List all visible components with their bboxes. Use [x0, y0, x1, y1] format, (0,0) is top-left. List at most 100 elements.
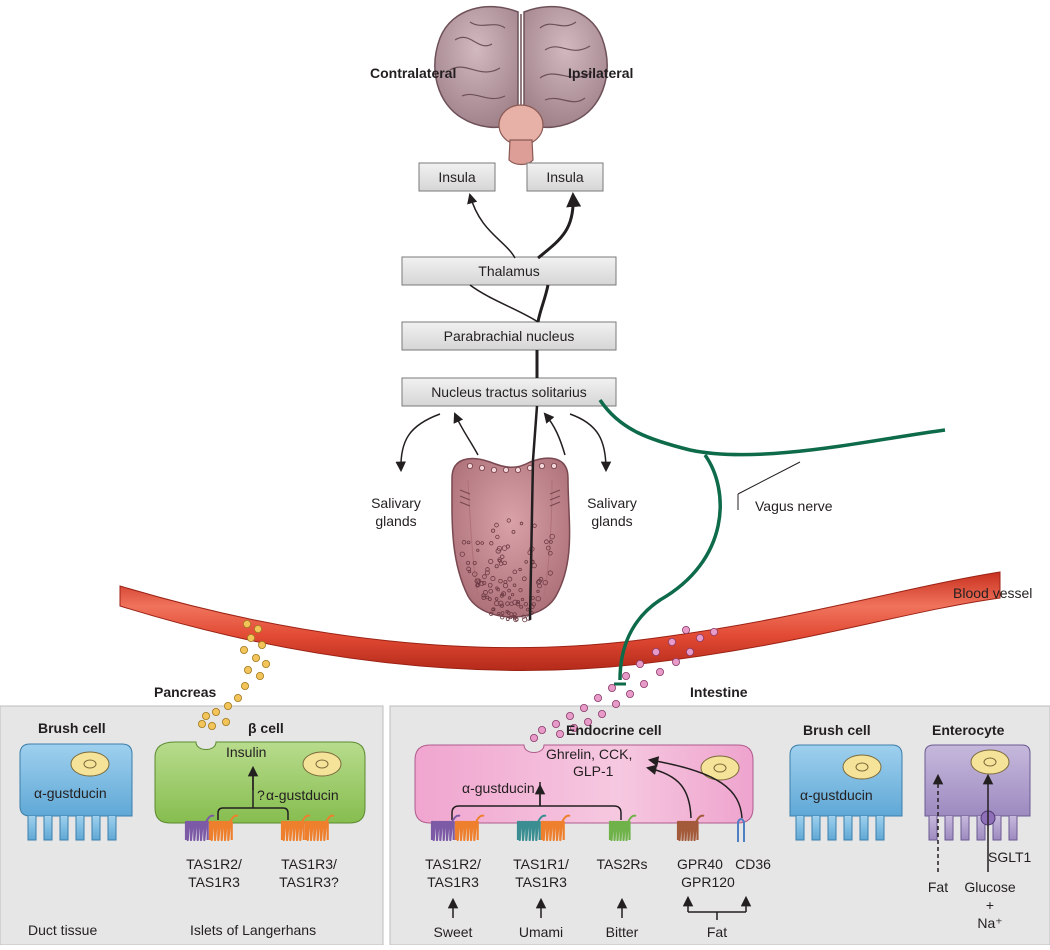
parabrachial-box: [401, 321, 617, 351]
papilla: [490, 576, 496, 582]
hormone-granule: [622, 672, 631, 681]
circumvallate-papilla: [478, 464, 485, 471]
hormone-granule: [652, 648, 661, 657]
hormone-granule: [538, 726, 547, 735]
insulin-granule: [197, 720, 206, 729]
papilla: [497, 559, 502, 563]
papilla: [503, 580, 508, 584]
receptor-glyph: [184, 820, 209, 842]
pancreas-receptors: [184, 814, 335, 842]
insulin-granule: [239, 646, 248, 655]
cd36-glyph: [737, 818, 745, 842]
pancreas-receptor1-line1: TAS1R2/: [186, 856, 242, 872]
int-r5: CD36: [735, 856, 771, 872]
papilla: [475, 583, 480, 588]
endocrine-cell-title: Endocrine cell: [566, 722, 662, 738]
papilla: [499, 554, 505, 560]
papilla: [480, 541, 484, 545]
papilla: [505, 617, 510, 621]
hormone-granule: [584, 718, 593, 727]
insulin-granule: [253, 625, 262, 634]
papilla: [498, 578, 503, 584]
pancreas-brush-cell: [19, 743, 133, 841]
hormone-granule: [696, 634, 705, 643]
receptor-glyph: [430, 820, 455, 842]
hormone-granule: [530, 734, 539, 743]
nts-box: [401, 377, 617, 407]
papilla: [511, 529, 516, 534]
vagus-nerve-trunk: [618, 453, 722, 681]
beta-gustducin: α-gustducin: [266, 787, 339, 803]
insulin-label: Insulin: [226, 744, 266, 760]
hormone-granule: [668, 638, 677, 647]
hormone-granule: [686, 648, 695, 657]
receptor-tail: [301, 814, 311, 823]
enterocyte-title: Enterocyte: [932, 722, 1005, 738]
taste-bitter: Bitter: [606, 924, 639, 940]
papilla: [512, 583, 517, 587]
receptor-glyph: [280, 820, 305, 842]
papilla: [520, 597, 525, 602]
enterocyte: [924, 744, 1031, 841]
papilla: [482, 574, 487, 580]
hormone-granule: [598, 710, 607, 719]
intestine-brush-cell: [789, 744, 903, 841]
papilla: [479, 580, 485, 587]
papilla: [494, 564, 499, 569]
pancreas-brush-gustducin: α-gustducin: [34, 785, 107, 801]
thalamus-box: [401, 256, 617, 286]
papilla: [485, 595, 490, 600]
beta-signal-arrow: [217, 770, 289, 820]
pancreas-receptor1-line2: TAS1R3: [188, 874, 240, 890]
papilla: [466, 560, 471, 565]
beta-cell: [154, 741, 366, 824]
taste-fat: Fat: [707, 924, 727, 940]
papilla: [507, 576, 513, 582]
papilla: [506, 518, 511, 523]
papilla: [494, 596, 499, 601]
receptor-tail: [451, 814, 461, 823]
papilla: [538, 576, 544, 582]
hormone-granule: [556, 730, 565, 739]
insulin-granule: [242, 620, 251, 629]
papilla: [472, 571, 478, 577]
papilla: [498, 561, 504, 566]
papilla: [522, 617, 528, 623]
papilla: [498, 600, 504, 607]
papilla: [519, 521, 524, 526]
circumvallate-papilla: [502, 466, 509, 473]
salivary-left-line1: Salivary: [371, 495, 421, 511]
taste-input-arrows: [447, 895, 752, 920]
circumvallate-papilla: [515, 466, 522, 473]
papilla: [489, 611, 494, 616]
receptor-glyph: [676, 820, 699, 842]
hormone-granule: [636, 660, 645, 669]
papilla: [549, 533, 555, 540]
papilla: [482, 590, 488, 595]
papilla: [488, 597, 492, 601]
receptor-glyph: [208, 820, 233, 842]
contralateral-label: Contralateral: [370, 65, 456, 81]
insulin-granule: [251, 654, 260, 663]
papilla: [518, 567, 522, 572]
hormone-granule: [594, 694, 603, 703]
receptor-glyph: [540, 820, 565, 842]
insulin-granule: [233, 694, 242, 703]
int-r4-line2: GPR120: [681, 874, 735, 890]
insulin-granule: [255, 672, 264, 681]
salivary-right-line1: Salivary: [587, 495, 637, 511]
taste-umami: Umami: [519, 924, 563, 940]
papilla: [495, 548, 502, 554]
papilla: [512, 569, 518, 575]
papilla: [474, 578, 481, 584]
papilla: [549, 540, 553, 544]
papilla: [544, 539, 549, 545]
int-r4-line1: GPR40: [677, 856, 723, 872]
ipsilateral-label: Ipsilateral: [568, 65, 633, 81]
insulin-granule: [223, 702, 232, 711]
intestine-brush-gustducin: α-gustducin: [800, 787, 873, 803]
insulin-granule: [221, 718, 230, 727]
enterocyte-plus-label: +: [986, 897, 994, 913]
receptor-glyph: [304, 820, 329, 842]
